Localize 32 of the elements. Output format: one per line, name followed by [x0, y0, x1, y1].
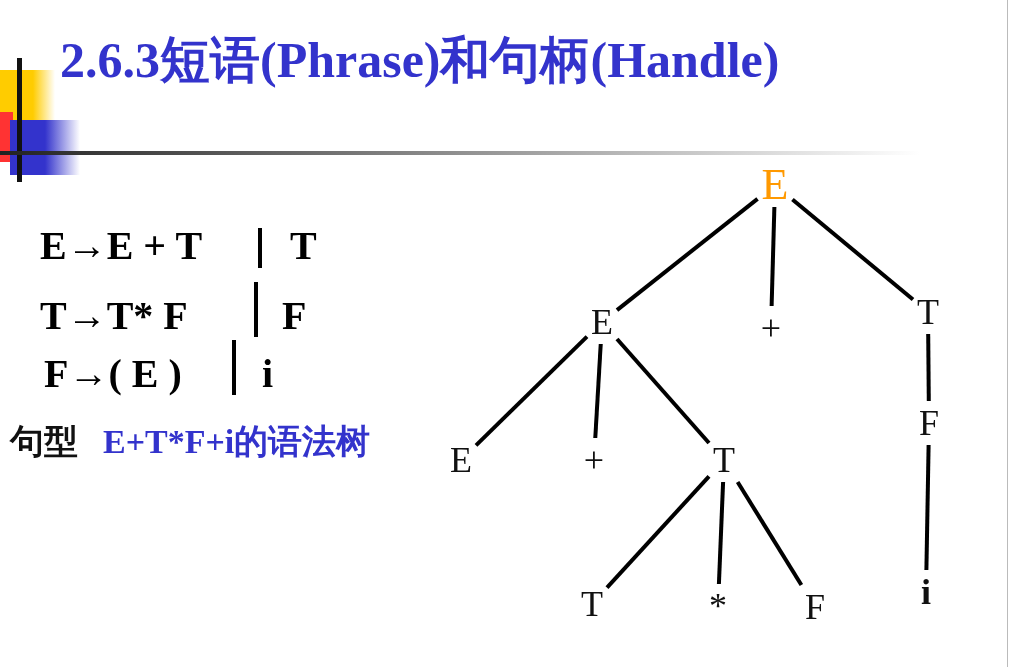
tree-symbol: +	[583, 440, 605, 480]
tree-symbol: T	[713, 440, 735, 480]
grammar-rule: i	[262, 352, 274, 396]
grammar-rule: E→E + T	[40, 224, 203, 268]
grammar-rule: F→( E )	[44, 352, 182, 396]
tree-symbol: E	[450, 440, 472, 480]
tree-branch	[474, 335, 589, 447]
tree-symbol: E	[761, 165, 789, 205]
tree-branch	[605, 475, 711, 589]
tree-branch	[615, 337, 711, 445]
tree-branch	[593, 343, 603, 439]
grammar-rule: T	[290, 224, 317, 268]
caption-text: E+T*F+i的语法树	[103, 422, 372, 462]
tree-branch	[791, 197, 915, 302]
tree-symbol: F	[919, 403, 939, 443]
grammar-rule: T→T* F	[40, 294, 188, 338]
tree-branch	[924, 444, 931, 571]
tree-branch	[769, 206, 777, 307]
tree-branch	[615, 197, 759, 312]
tree-symbol: F	[805, 587, 825, 627]
tree-symbol: +	[760, 308, 782, 348]
tree-branch	[716, 481, 726, 585]
tree-branch	[735, 480, 804, 587]
tree-symbol: i	[921, 572, 931, 612]
tree-branch	[926, 334, 931, 401]
grammar-rule: F	[282, 294, 307, 338]
tree-symbol: E	[591, 302, 613, 342]
tree-symbol: *	[709, 586, 727, 626]
caption-text: 句型	[10, 422, 78, 462]
title: 2.6.3短语(Phrase)和句柄(Handle)	[60, 31, 780, 90]
tree-symbol: T	[581, 584, 603, 624]
tree-symbol: T	[917, 292, 939, 332]
